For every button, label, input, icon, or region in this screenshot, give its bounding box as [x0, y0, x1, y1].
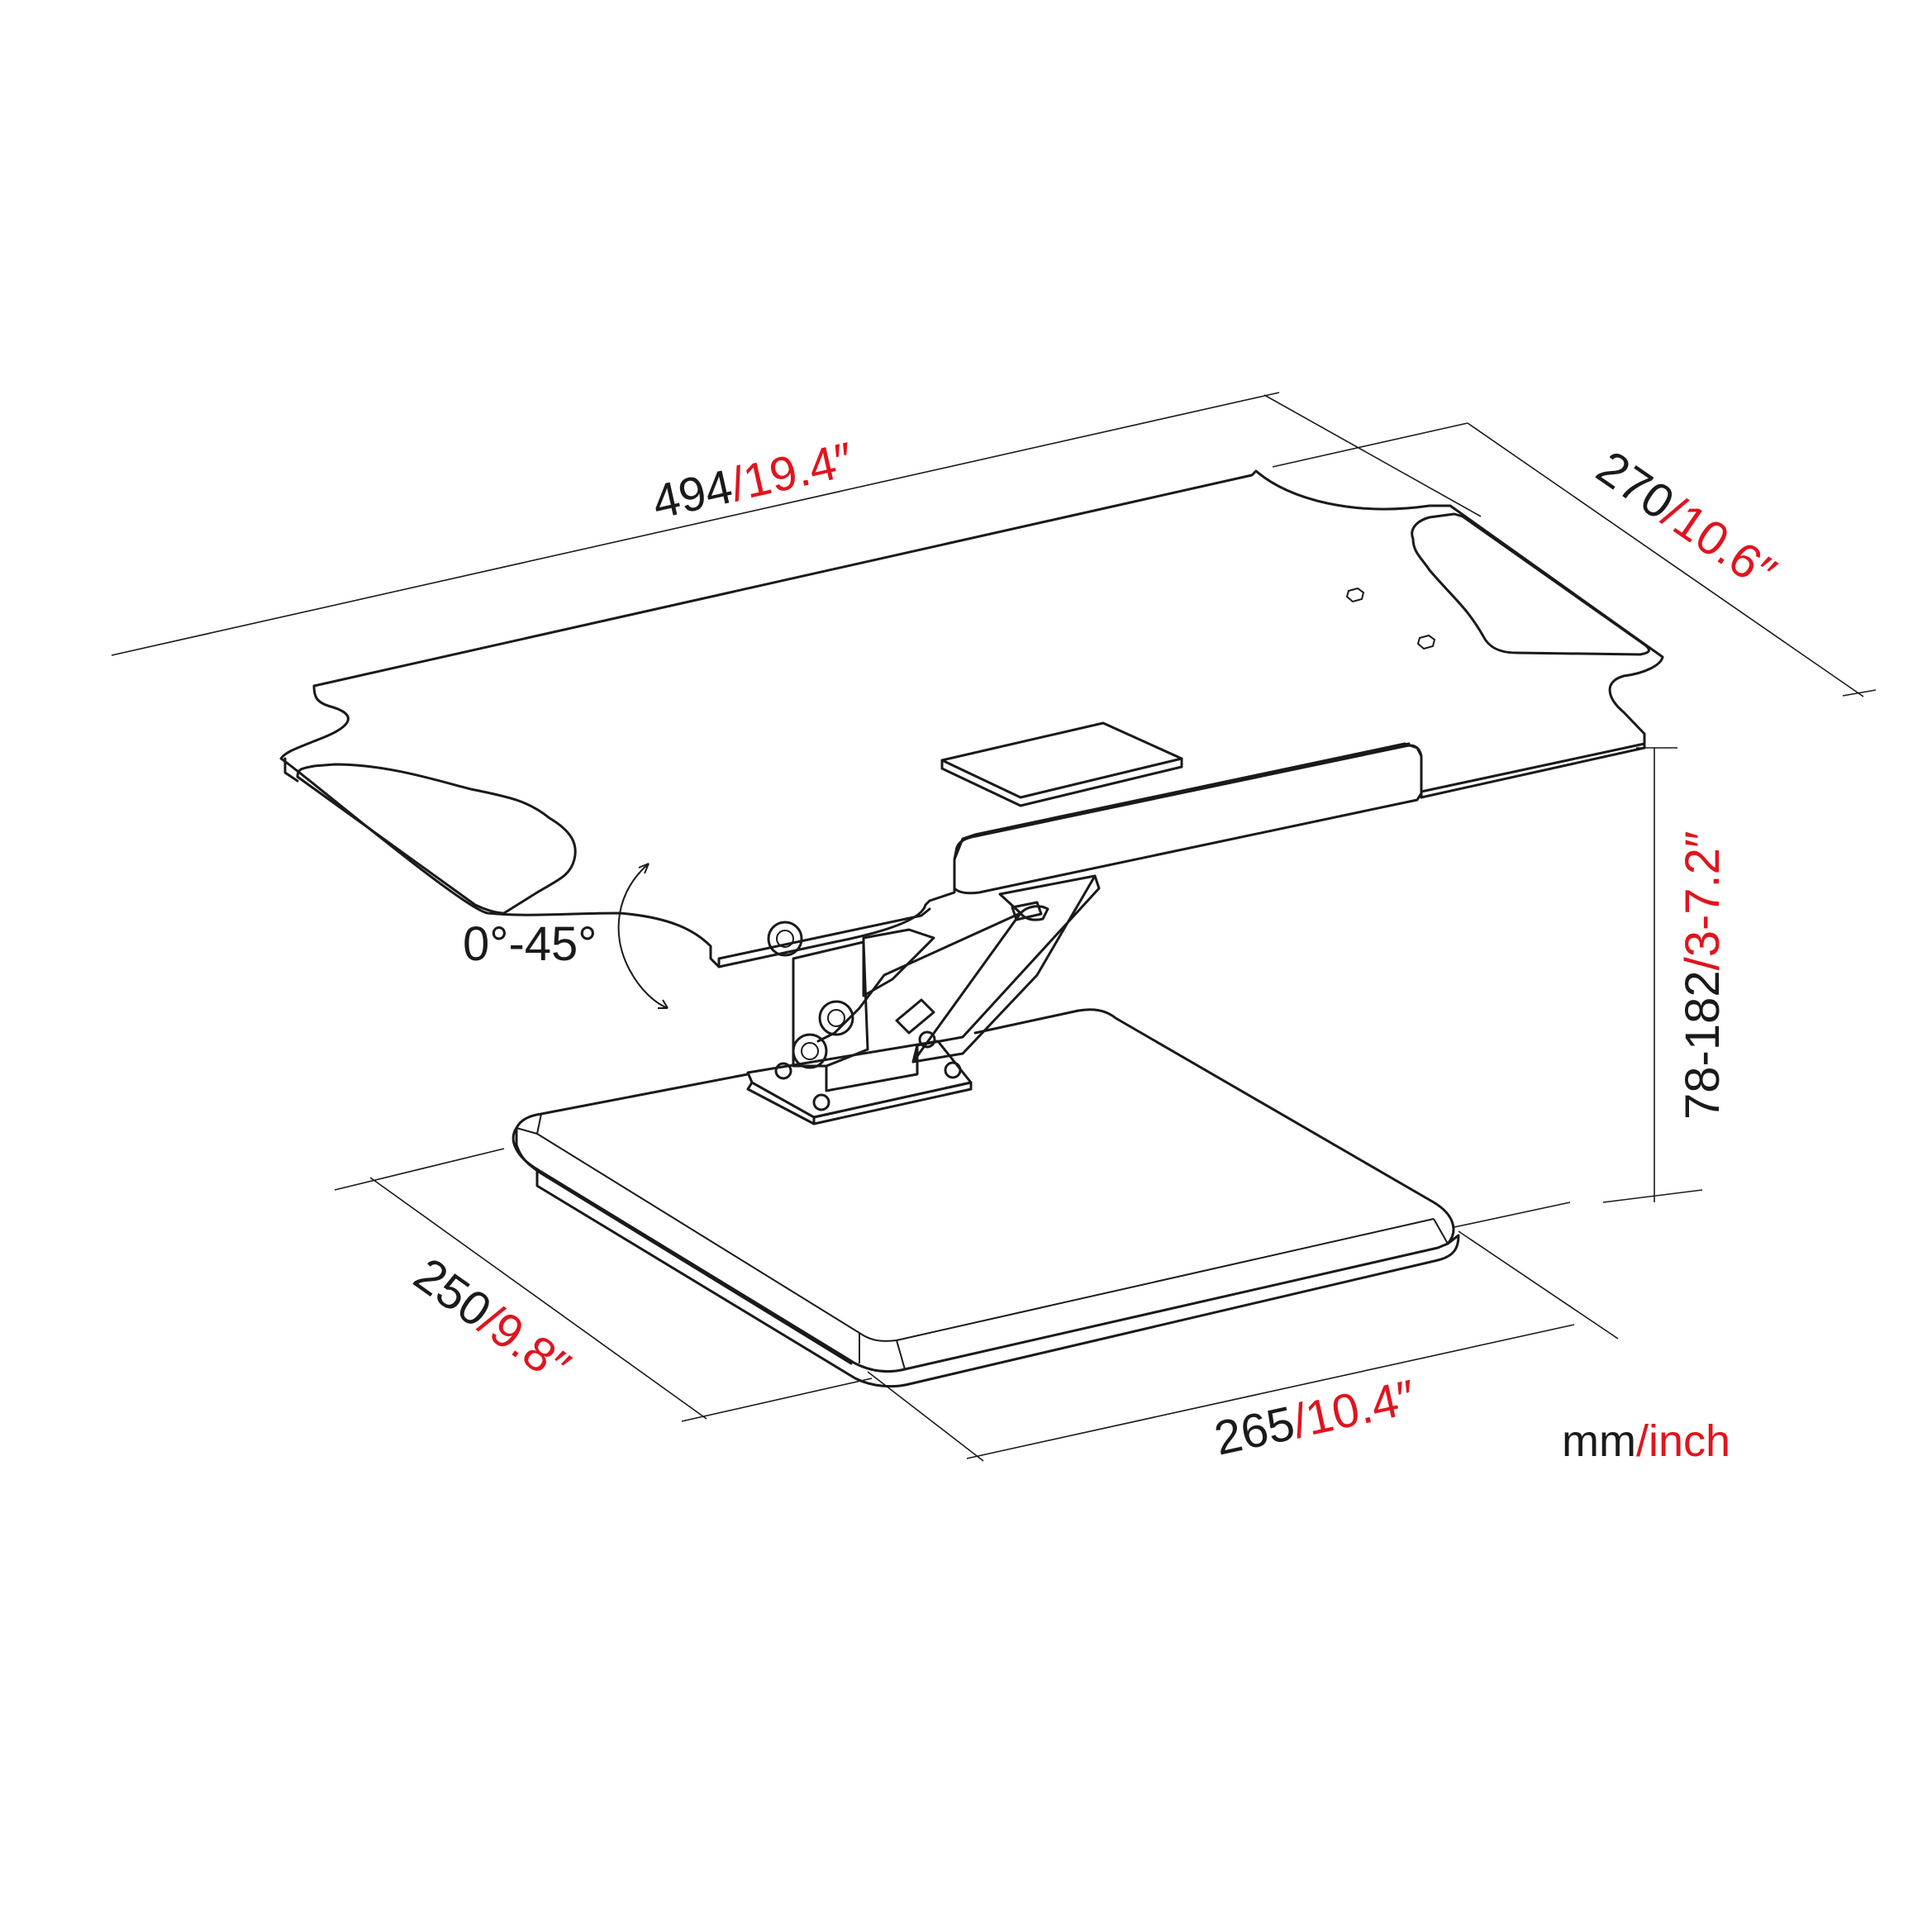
base-depth-label: 250/9.8″: [404, 1248, 579, 1394]
dimension-lines: [111, 392, 1877, 1462]
mount-plate: [746, 1030, 973, 1125]
laptop-tray: [279, 469, 1664, 968]
stand-base: [512, 1008, 1460, 1388]
height-label: 78-182/3-7.2″: [1676, 831, 1730, 1120]
units-label: mm/inch: [1562, 1416, 1730, 1466]
base-width-label: 265/10.4″: [1210, 1370, 1420, 1466]
width-label: 494/19.4″: [648, 432, 859, 530]
tilt-arrow: [617, 863, 669, 1009]
tilt-label: 0°-45°: [463, 917, 597, 971]
depth-label: 270/10.6″: [1587, 440, 1786, 600]
support-arm: [767, 874, 1101, 1092]
